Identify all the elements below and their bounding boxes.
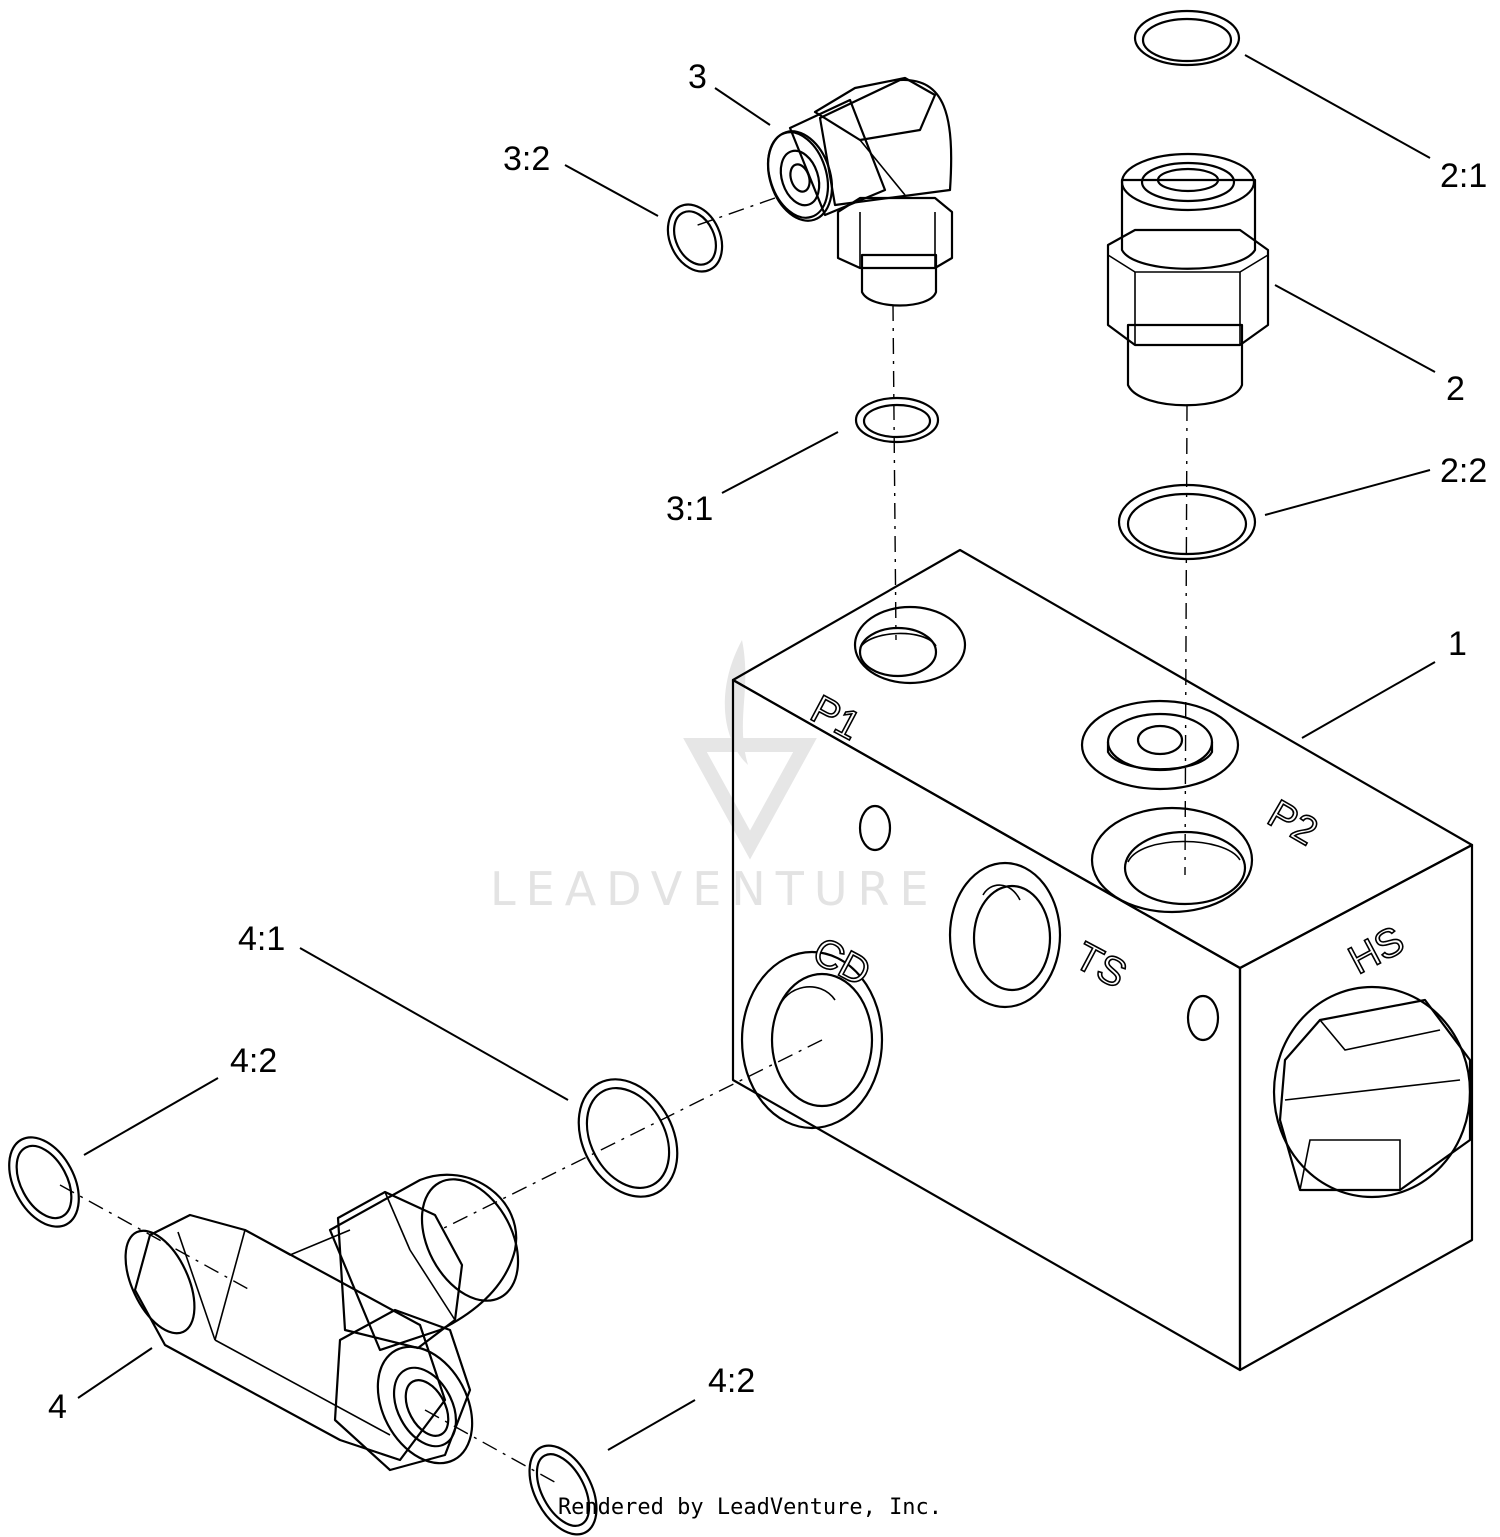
port-cd bbox=[740, 950, 884, 1130]
o-ring-3-1 bbox=[854, 396, 940, 444]
plug-hex-socket bbox=[1080, 699, 1240, 791]
label-p2: P2 bbox=[1261, 792, 1325, 855]
label-ts: TS bbox=[1068, 934, 1134, 997]
o-ring-3-2 bbox=[666, 203, 724, 273]
o-ring-4-2-left bbox=[8, 1136, 80, 1228]
assembly-center-lines bbox=[59, 197, 1188, 1486]
callout-4-2-bottom: 4:2 bbox=[708, 1362, 755, 1400]
o-ring-4-2-right-inner bbox=[535, 1453, 591, 1527]
callout-3-2: 3:2 bbox=[503, 140, 550, 178]
callout-1: 1 bbox=[1448, 625, 1467, 663]
valve-block: P1 P2 CD TS HS bbox=[731, 548, 1474, 1372]
o-ring-4-2-right bbox=[528, 1444, 598, 1536]
o-ring-2-2-inner bbox=[1126, 492, 1248, 556]
o-ring-4-1-inner bbox=[585, 1086, 671, 1190]
o-ring-3-2-inner bbox=[673, 210, 717, 266]
leadventure-logo-icon bbox=[683, 640, 817, 860]
o-ring-2-1-inner bbox=[1141, 17, 1233, 63]
mount-hole-right bbox=[1186, 994, 1220, 1042]
leader-lines bbox=[77, 54, 1436, 1451]
callout-2-2: 2:2 bbox=[1440, 452, 1487, 490]
port-p2 bbox=[1090, 806, 1254, 914]
callout-2: 2 bbox=[1446, 370, 1465, 408]
callout-3-1: 3:1 bbox=[666, 490, 713, 528]
callout-4: 4 bbox=[48, 1388, 67, 1426]
footer-credit: Rendered by LeadVenture, Inc. bbox=[557, 1495, 943, 1520]
callout-3: 3 bbox=[688, 58, 707, 96]
o-ring-2-2 bbox=[1117, 483, 1257, 561]
tee-fitting bbox=[124, 1173, 520, 1472]
callout-4-1: 4:1 bbox=[238, 920, 285, 958]
leadventure-watermark: LEADVENTURE bbox=[490, 640, 939, 916]
port-p1 bbox=[853, 605, 967, 685]
watermark-brand: LEADVENTURE bbox=[490, 862, 939, 916]
straight-fitting bbox=[1106, 152, 1270, 407]
o-ring-2-1 bbox=[1133, 9, 1241, 67]
o-ring-4-1 bbox=[577, 1078, 679, 1198]
callout-4-2-top: 4:2 bbox=[230, 1042, 277, 1080]
o-ring-3-1-inner bbox=[862, 403, 932, 439]
port-ts bbox=[948, 861, 1062, 1009]
elbow-fitting bbox=[767, 76, 954, 307]
callout-2-1: 2:1 bbox=[1440, 157, 1487, 195]
label-hs: HS bbox=[1342, 918, 1412, 983]
mount-hole-left bbox=[858, 804, 892, 852]
o-ring-4-2-left-inner bbox=[15, 1144, 73, 1220]
port-hs-hex-plug bbox=[1272, 985, 1472, 1199]
